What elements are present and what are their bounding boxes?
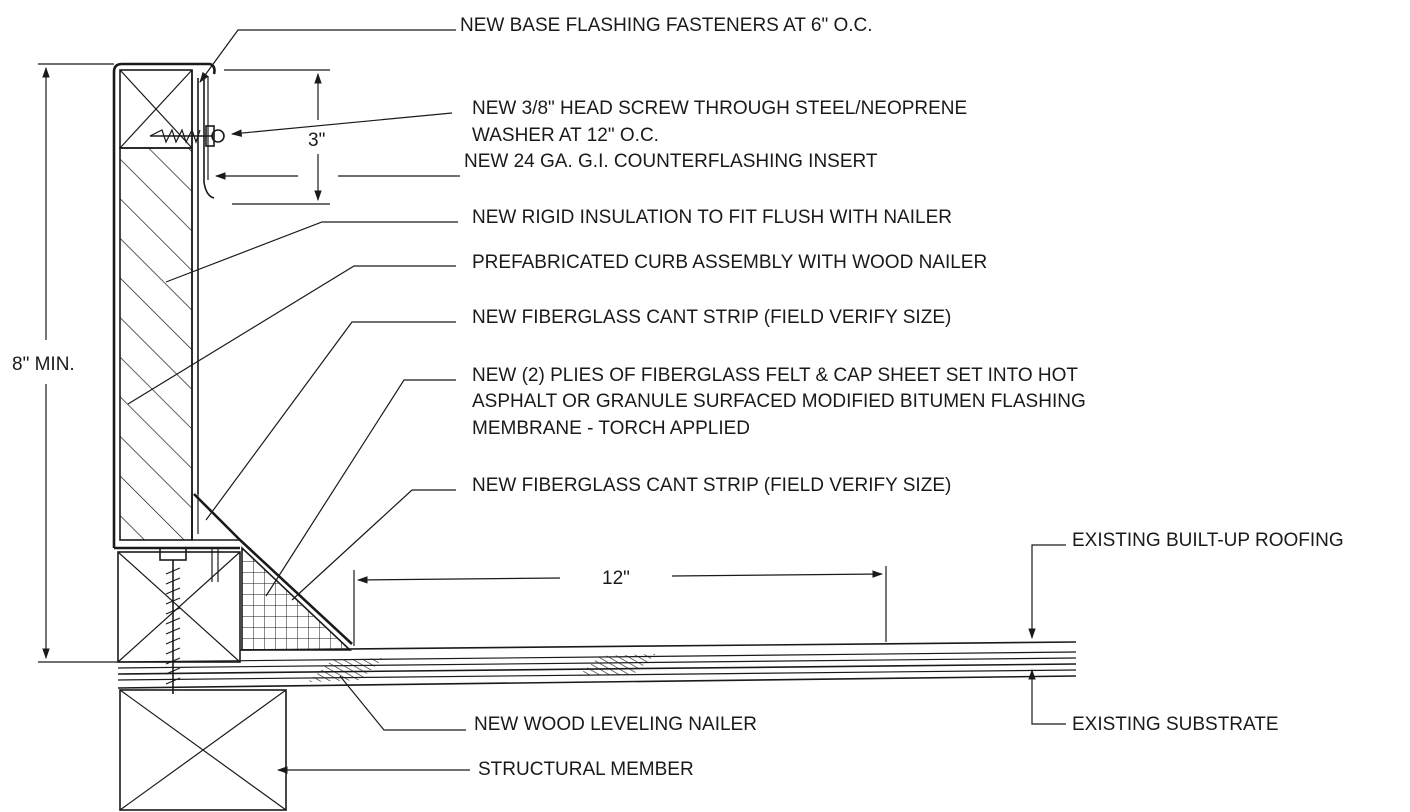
counterflashing-height-dimension-label: 3" [308, 130, 325, 151]
head-screw-icon [149, 125, 225, 147]
label-rigid-insulation: NEW RIGID INSULATION TO FIT FLUSH WITH N… [472, 207, 952, 228]
label-cant-strip-lower: NEW FIBERGLASS CANT STRIP (FIELD VERIFY … [472, 475, 951, 496]
dimension-counterflashing-height: 3" [224, 69, 330, 205]
roofing-layers [117, 641, 1077, 689]
label-head-screw-line1: NEW 3/8" HEAD SCREW THROUGH STEEL/NEOPRE… [472, 98, 967, 119]
label-structural-member: STRUCTURAL MEMBER [478, 759, 694, 780]
flashing-extension-dimension-label: 12" [602, 568, 630, 589]
lower-wood-nailer [117, 551, 241, 663]
label-existing-substrate: EXISTING SUBSTRATE [1072, 714, 1279, 735]
label-plies-line1: NEW (2) PLIES OF FIBERGLASS FELT & CAP S… [472, 365, 1078, 386]
structural-member [119, 689, 287, 811]
label-plies-line3: MEMBRANE - TORCH APPLIED [472, 418, 750, 439]
label-curb-assembly: PREFABRICATED CURB ASSEMBLY WITH WOOD NA… [472, 252, 987, 273]
label-counterflashing-insert: NEW 24 GA. G.I. COUNTERFLASHING INSERT [464, 151, 878, 172]
leader-lines [127, 29, 1066, 774]
dimension-flashing-extension: 12" [353, 566, 887, 646]
label-cant-strip-upper: NEW FIBERGLASS CANT STRIP (FIELD VERIFY … [472, 307, 951, 328]
anchor-bolt-icon [159, 547, 219, 694]
curb-assembly [112, 62, 240, 550]
label-plies-line2: ASPHALT OR GRANULE SURFACED MODIFIED BIT… [472, 391, 1086, 412]
label-base-flashing-fasteners: NEW BASE FLASHING FASTENERS AT 6" O.C. [460, 15, 873, 36]
label-existing-roofing: EXISTING BUILT-UP ROOFING [1072, 530, 1344, 551]
curb-height-dimension-label: 8" MIN. [12, 354, 75, 375]
label-wood-leveling-nailer: NEW WOOD LEVELING NAILER [474, 714, 757, 735]
base-flashing [191, 494, 240, 541]
label-head-screw-line2: WASHER AT 12" O.C. [472, 125, 659, 146]
counterflashing-insert [203, 76, 215, 199]
callout-labels: NEW BASE FLASHING FASTENERS AT 6" O.C. N… [460, 15, 1344, 780]
dimension-curb-height: 8" MIN. [12, 63, 118, 663]
